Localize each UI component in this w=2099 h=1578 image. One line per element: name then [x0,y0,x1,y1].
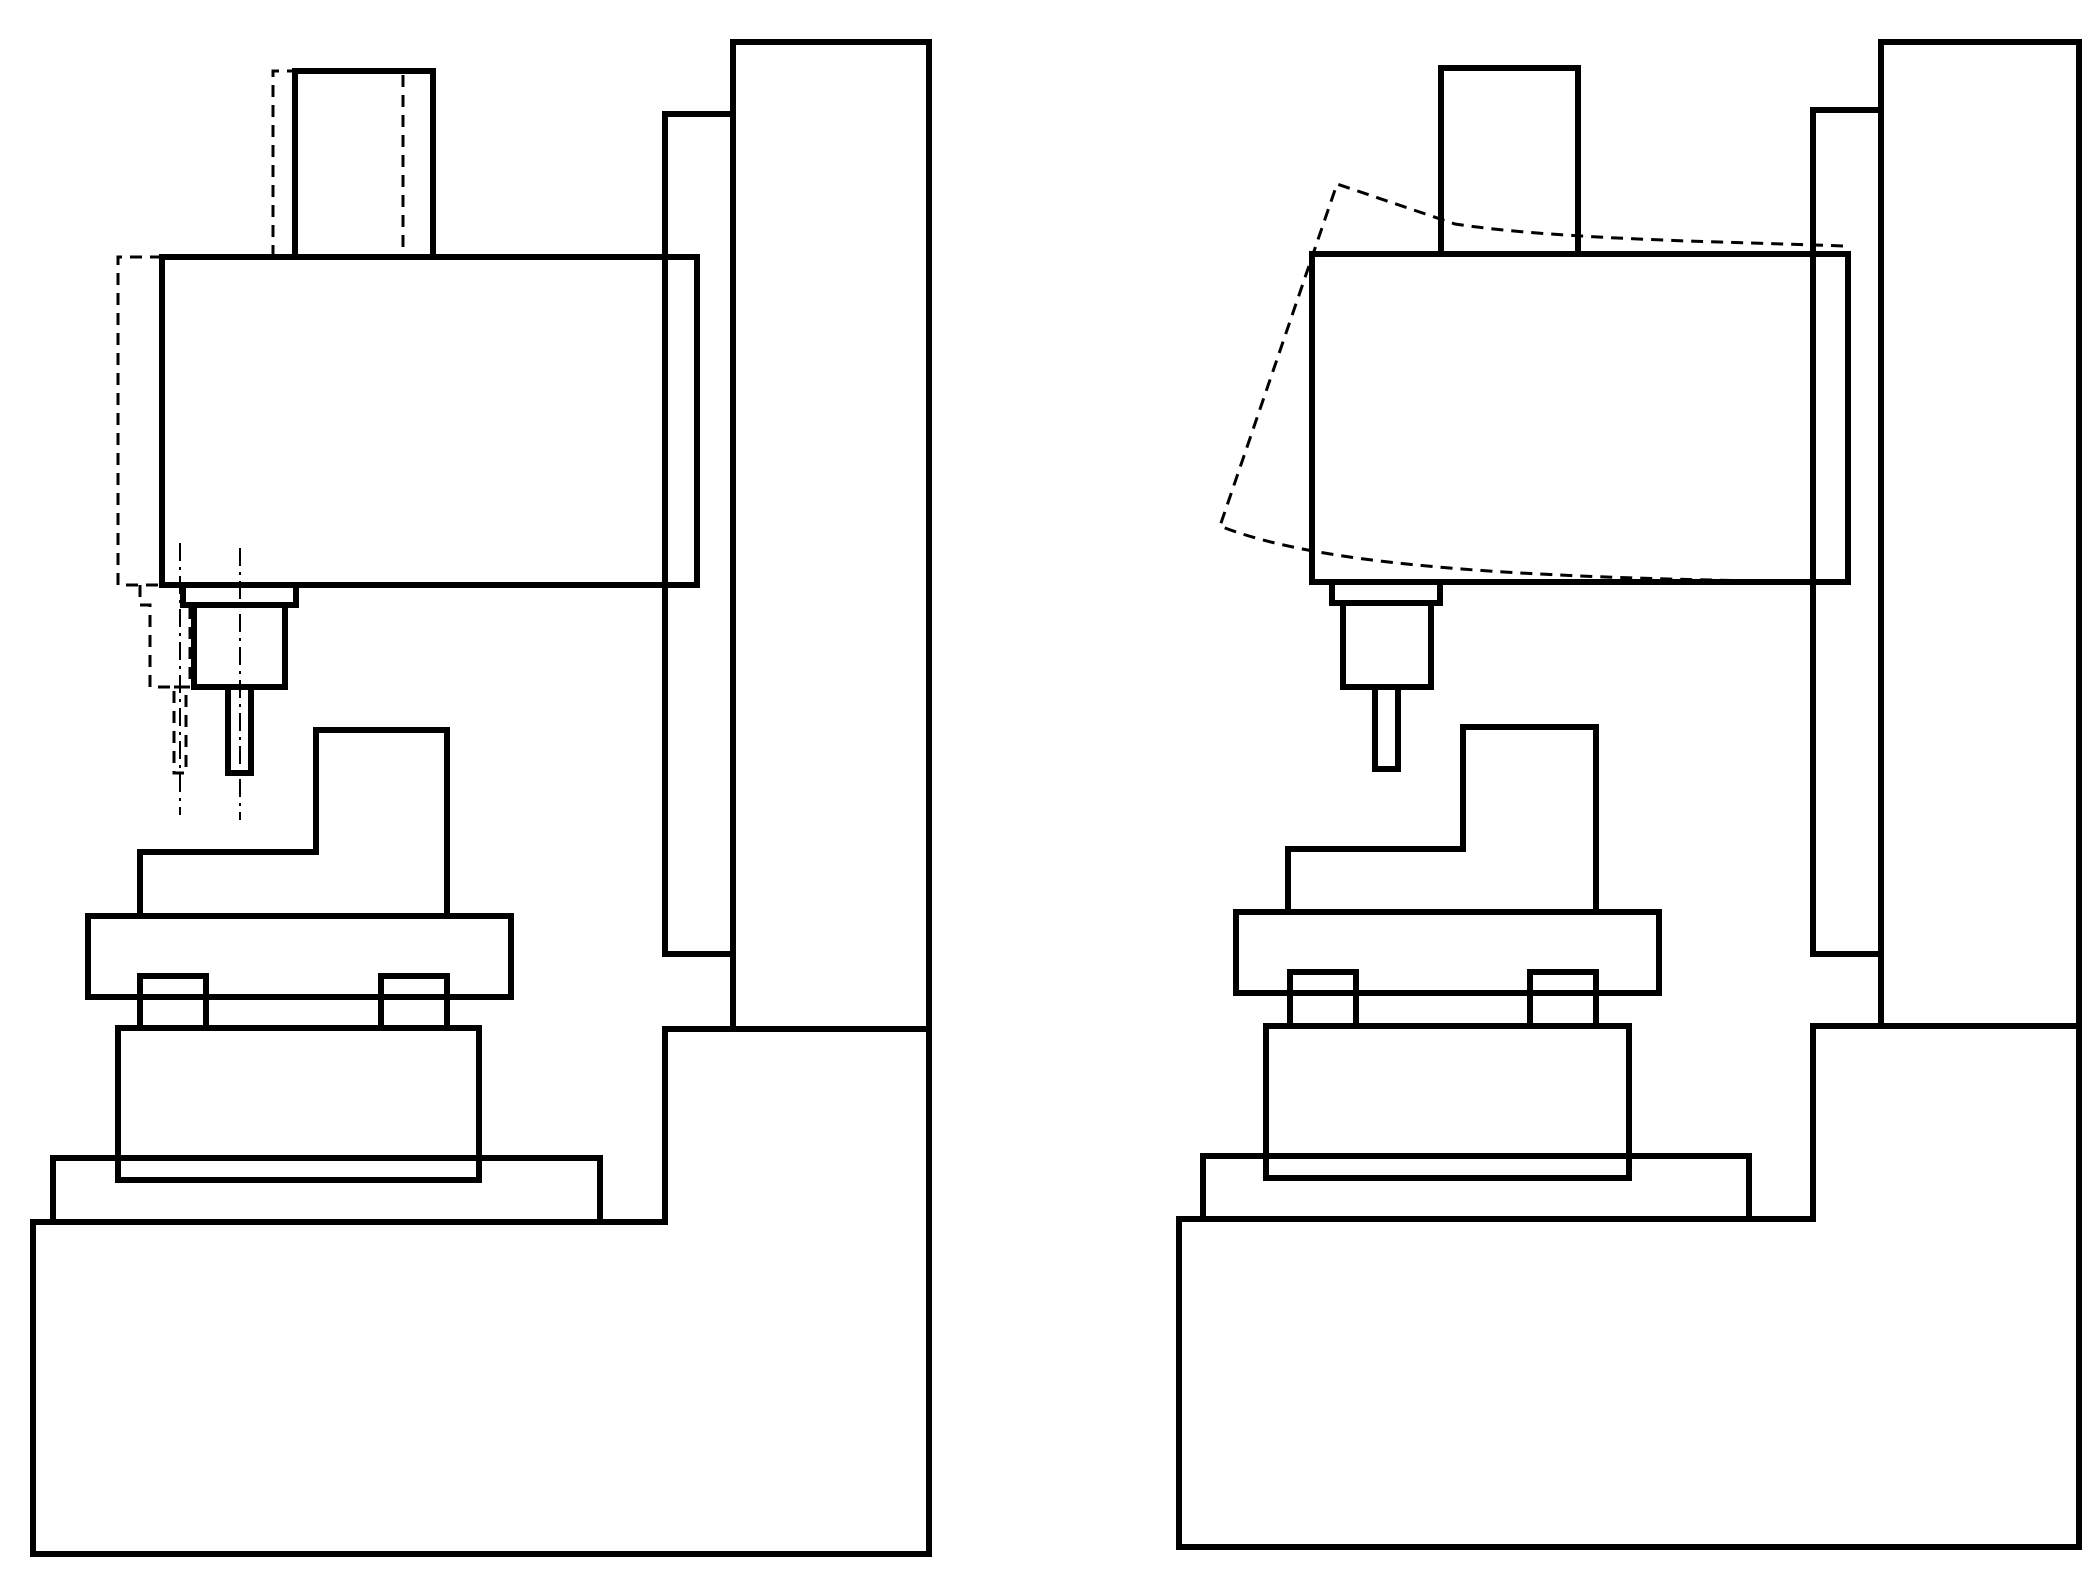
workpiece [137,727,450,919]
workpiece [1285,724,1599,915]
saddle [50,1155,603,1225]
saddle [1200,1153,1752,1222]
displaced-motor-outline [271,69,405,257]
guide-block-right [378,973,450,1031]
spindle-motor [292,68,436,260]
guide-block-left [137,973,209,1031]
left-machine-panel [30,39,932,1557]
guide-block-right [1527,969,1599,1029]
column-guide [662,111,736,957]
deflected-headstock-outline [1218,182,1844,584]
displaced-headstock-outline [116,255,162,587]
worktable [85,913,514,1000]
guide-block-left [1287,969,1359,1029]
spindle-nose [1340,600,1434,690]
headstock [1309,251,1851,585]
machine-column [1878,39,2082,1029]
column-guide [1810,107,1884,957]
displaced-spindle-outline [138,585,192,689]
cutting-tool [1372,684,1401,772]
headstock [159,254,700,588]
spindle-motor [1438,65,1581,257]
table-support [115,1025,482,1183]
machine-column [730,39,932,1032]
table-support [1263,1023,1632,1181]
worktable [1233,909,1662,996]
right-machine-panel [1176,39,2082,1550]
spindle-flange [1329,579,1443,606]
